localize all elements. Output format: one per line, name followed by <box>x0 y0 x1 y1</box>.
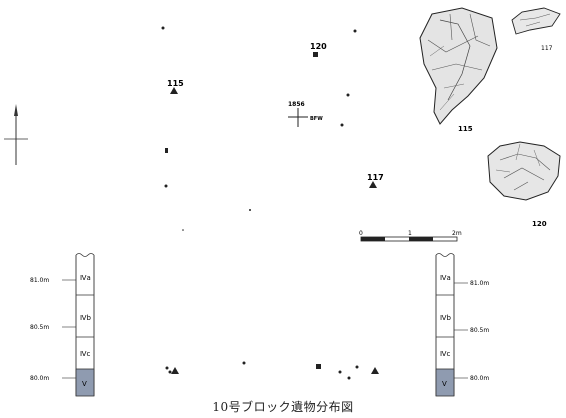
scale-tick-label: 1 <box>408 230 412 237</box>
find-dot <box>164 184 168 188</box>
square-marker-icon <box>316 364 321 369</box>
triangle-marker-icon <box>170 87 178 94</box>
layer-label: Ⅴ <box>442 380 447 388</box>
north-arrow-icon <box>4 104 28 165</box>
find-dot <box>340 123 344 127</box>
find-dot <box>161 26 165 30</box>
find-dot <box>249 209 251 211</box>
grid-reference-marker: 1856 BFW <box>288 101 323 127</box>
artifact-117: 117 <box>367 173 384 188</box>
triangle-marker-icon <box>371 367 379 374</box>
scale-tick-label: 0 <box>359 230 363 237</box>
elevation-label: 81.0m <box>30 277 49 284</box>
elevation-label: 80.0m <box>470 375 489 382</box>
square-marker-icon <box>313 52 318 57</box>
elevation-label: 80.5m <box>470 327 489 334</box>
drawing-label: 115 <box>458 125 473 133</box>
scale-tick-label: 2m <box>452 230 462 237</box>
artifact-115: 115 <box>167 79 184 94</box>
find-dot <box>347 376 351 380</box>
artifact-120: 120 <box>310 42 327 57</box>
triangle-marker-icon <box>171 367 179 374</box>
find-dot <box>338 370 342 374</box>
triangle-marker-icon <box>369 181 377 188</box>
find-dot <box>165 148 168 153</box>
find-dot <box>182 229 184 231</box>
elevation-label: 80.5m <box>30 324 49 331</box>
layer-label: Ⅳc <box>80 350 90 358</box>
find-dots <box>161 26 359 380</box>
distribution-map: 120 115 117 1856 BFW 0 1 2m <box>4 7 561 397</box>
find-dot <box>346 93 350 97</box>
artifact-label: 115 <box>167 79 184 88</box>
artifact-label: 120 <box>310 42 327 51</box>
grid-point-code: BFW <box>310 116 323 122</box>
layer-label: Ⅳc <box>440 350 450 358</box>
find-dot <box>165 366 169 370</box>
layer-label: Ⅳb <box>440 314 451 322</box>
figure-caption: 10号ブロック遺物分布図 <box>212 400 354 414</box>
drawing-label: 120 <box>532 220 547 228</box>
artifact-label: 117 <box>367 173 384 182</box>
find-dot <box>242 361 246 365</box>
artifact-drawing-120: 120 <box>487 141 561 228</box>
elevation-label: 81.0m <box>470 280 489 287</box>
stratigraphy-column-right: Ⅳa Ⅳb Ⅳc Ⅴ 81.0m 80.5m 80.0m <box>435 253 489 397</box>
layer-label: Ⅳa <box>440 274 451 282</box>
find-dot <box>353 29 357 33</box>
artifact-drawing-115: 115 <box>419 7 498 133</box>
elevation-label: 80.0m <box>30 375 49 382</box>
find-dot <box>168 370 172 374</box>
artifact-drawing-117: 117 <box>511 7 561 52</box>
layer-label: Ⅳa <box>80 274 91 282</box>
stratigraphy-column-left: Ⅳa Ⅳb Ⅳc Ⅴ 81.0m 80.5m 80.0m <box>30 253 95 397</box>
layer-label: Ⅳb <box>80 314 91 322</box>
find-dot <box>355 365 359 369</box>
drawing-label: 117 <box>541 45 553 52</box>
scale-bar: 0 1 2m <box>359 230 462 242</box>
grid-point-label: 1856 <box>288 101 305 108</box>
layer-label: Ⅴ <box>82 380 87 388</box>
